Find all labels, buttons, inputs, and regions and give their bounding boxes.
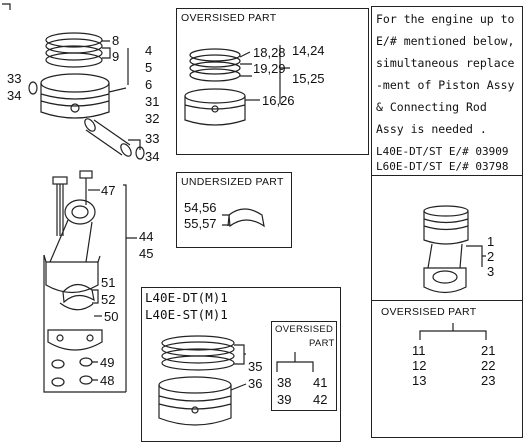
undersized-part-box [176,172,292,248]
snap-ring-right [135,146,145,160]
part-number: 1 [487,234,495,249]
lower-oversized-subbox [271,321,337,411]
part-number: 21 [481,343,496,358]
notice-line: For the engine up to [376,12,515,26]
part-number: 45 [139,246,154,261]
notice-line: E/# mentioned below, [376,34,515,48]
part-number: 52 [101,292,116,307]
oversized-piston-drawing [184,88,246,126]
part-number: 14,24 [292,43,325,58]
part-number: 34 [145,149,160,164]
part-number: 33 [7,71,22,86]
part-number: 36 [248,376,263,391]
snap-ring-left [28,81,38,95]
lower-piston-drawing [158,376,232,426]
part-number: 50 [104,309,119,324]
notice-line: Assy is needed . [376,122,487,136]
oversized-part-title: OVERSISED PART [381,306,477,318]
part-number: 13 [412,373,427,388]
part-number: 54,56 [184,200,217,215]
bearing-shells-drawing [59,283,95,311]
part-number: 8 [112,33,120,48]
part-number: 4 [145,43,153,58]
rod-bolts-drawing [52,170,93,236]
part-number: 2 [487,249,495,264]
part-number: 44 [139,229,154,244]
notice-divider-2 [371,300,523,301]
connecting-rod-drawing [43,199,101,294]
part-number: 5 [145,60,153,75]
part-number: 42 [313,392,328,407]
notice-line: & Connecting Rod [376,100,487,114]
model-label: L40E-ST(M)1 [145,307,228,322]
part-number: 16,26 [262,93,295,108]
part-number: 41 [313,375,328,390]
notice-model: L40E-DT/ST E/# 03909 [376,145,509,158]
oversized-title-part: PART [309,338,335,349]
model-oversized-box [141,287,341,442]
part-number: 12 [412,358,427,373]
part-number: 35 [248,359,263,374]
piston-rod-assembly-drawing [423,205,469,294]
oversized-title: OVERSISED [275,324,334,335]
part-number: 48 [100,373,115,388]
part-number: 55,57 [184,216,217,231]
rod-cap-drawing [47,329,103,351]
oversized-rings-drawing [189,48,241,82]
piston-drawing [40,73,110,119]
oversized-part-title: OVERSISED PART [181,12,277,24]
notice-line: simultaneous replace [376,56,515,70]
lower-rings-drawing [161,335,235,371]
part-number: 39 [277,392,292,407]
notice-box [371,6,523,438]
corner-mark [2,3,11,10]
part-number: 34 [7,88,22,103]
part-number: 47 [101,183,116,198]
notice-divider [371,175,523,176]
part-number: 3 [487,264,495,279]
undersized-bearing-drawing [227,208,265,228]
piston-rings-drawing [45,32,103,68]
undersized-part-title: UNDERSIZED PART [181,176,284,188]
part-number: 18,28 [253,45,286,60]
notice-model: L60E-DT/ST E/# 03798 [376,160,509,173]
washers-nuts-drawing [51,357,93,387]
part-number: 6 [145,77,153,92]
oversized-part-box-top [176,8,369,155]
part-number: 19,29 [253,61,286,76]
part-number: 11 [412,343,426,358]
notice-line: -ment of Piston Assy [376,78,515,92]
part-number: 9 [112,49,120,64]
part-number: 32 [145,111,160,126]
piston-pin-drawing [84,118,132,157]
part-number: 31 [145,94,160,109]
part-number: 22 [481,358,496,373]
part-number: 38 [277,375,292,390]
model-label: L40E-DT(M)1 [145,290,228,305]
part-number: 23 [481,373,496,388]
part-number: 51 [101,275,116,290]
part-number: 33 [145,131,160,146]
part-number: 15,25 [292,71,325,86]
part-number: 49 [100,355,115,370]
